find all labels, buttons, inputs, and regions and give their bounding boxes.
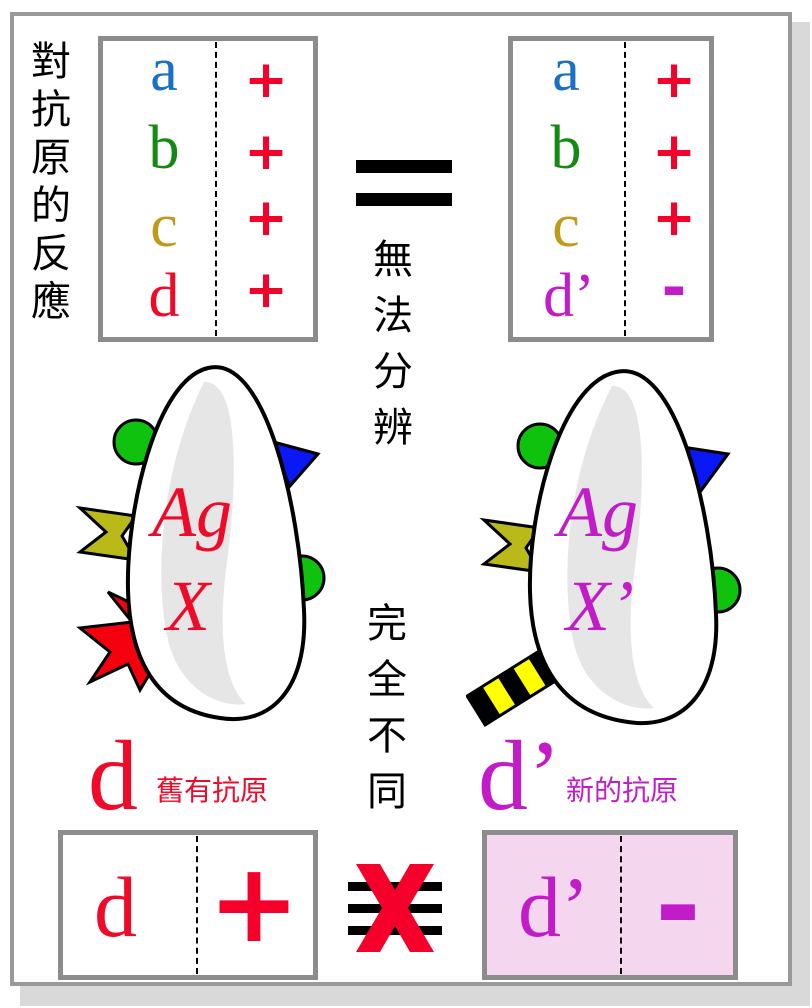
new-antigen-label: 新的抗原 bbox=[566, 774, 679, 807]
label-char: 完 bbox=[367, 601, 407, 647]
left-antigen-ag: Ag bbox=[152, 472, 232, 552]
antibody-reaction-label: 對 抗 原 的 反 應 bbox=[26, 38, 76, 326]
completely-different-label: 完 全 不 同 bbox=[362, 596, 412, 820]
left-reaction-table bbox=[98, 36, 318, 342]
new-box-reaction: - bbox=[655, 842, 701, 970]
right-epitope-d-prime: d’ bbox=[543, 262, 595, 330]
label-char: 全 bbox=[367, 657, 407, 703]
old-antigen-label: 舊有抗原 bbox=[156, 774, 269, 807]
left-epitope-a: a bbox=[150, 36, 178, 104]
old-box-divider bbox=[196, 836, 198, 974]
antigen-x-prime-icon bbox=[466, 369, 742, 727]
new-box-epitope: d’ bbox=[518, 859, 590, 955]
right-epitope-b: b bbox=[550, 114, 582, 182]
old-antigen-reaction-box bbox=[58, 830, 318, 980]
label-char: 分 bbox=[373, 349, 413, 395]
old-box-epitope: d bbox=[94, 859, 137, 955]
left-reaction-b: + bbox=[244, 122, 288, 182]
left-epitope-b: b bbox=[148, 114, 180, 182]
label-char: 法 bbox=[373, 293, 413, 339]
new-antigen-epitope: d’ bbox=[478, 720, 562, 831]
left-table-divider bbox=[215, 42, 217, 336]
new-antigen-reaction-box bbox=[482, 830, 738, 980]
equals-icon bbox=[356, 160, 452, 206]
not-equivalent-icon bbox=[348, 864, 442, 952]
new-box-divider bbox=[620, 836, 622, 974]
label-char: 不 bbox=[367, 713, 407, 759]
left-antigen-x: X bbox=[166, 566, 210, 646]
right-epitope-a: a bbox=[552, 36, 580, 104]
label-char: 對 bbox=[31, 39, 71, 85]
old-antigen-epitope: d bbox=[88, 720, 138, 831]
left-epitope-c: c bbox=[150, 192, 178, 260]
left-reaction-a: + bbox=[244, 50, 288, 110]
label-char: 的 bbox=[31, 183, 71, 229]
right-reaction-table bbox=[508, 36, 714, 342]
right-reaction-b: + bbox=[652, 122, 696, 182]
right-antigen-x-prime: X’ bbox=[566, 566, 634, 646]
label-char: 無 bbox=[373, 237, 413, 283]
right-antigen-ag: Ag bbox=[558, 472, 638, 552]
label-char: 同 bbox=[367, 769, 407, 815]
label-char: 應 bbox=[31, 279, 71, 325]
antigen-x-icon bbox=[75, 365, 326, 722]
left-epitope-d: d bbox=[148, 262, 180, 330]
right-table-divider bbox=[624, 42, 626, 336]
label-char: 辨 bbox=[373, 405, 413, 451]
right-reaction-a: + bbox=[652, 50, 696, 110]
right-epitope-c: c bbox=[552, 192, 580, 260]
label-char: 反 bbox=[31, 231, 71, 277]
right-reaction-c: + bbox=[652, 188, 696, 248]
left-reaction-d: + bbox=[244, 260, 288, 320]
label-char: 原 bbox=[31, 135, 71, 181]
indistinguishable-label: 無 法 分 辨 bbox=[368, 232, 418, 456]
old-box-reaction: + bbox=[207, 839, 301, 967]
right-reaction-d-prime: - bbox=[661, 253, 687, 323]
left-reaction-c: + bbox=[244, 188, 288, 248]
label-char: 抗 bbox=[31, 87, 71, 133]
